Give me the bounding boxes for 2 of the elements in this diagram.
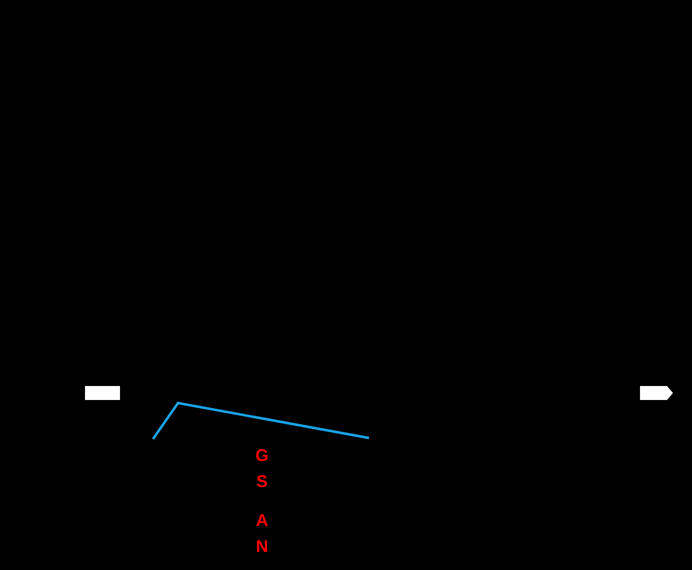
vertical-label: GS: [254, 445, 270, 493]
vertical-label: AN: [254, 510, 270, 558]
